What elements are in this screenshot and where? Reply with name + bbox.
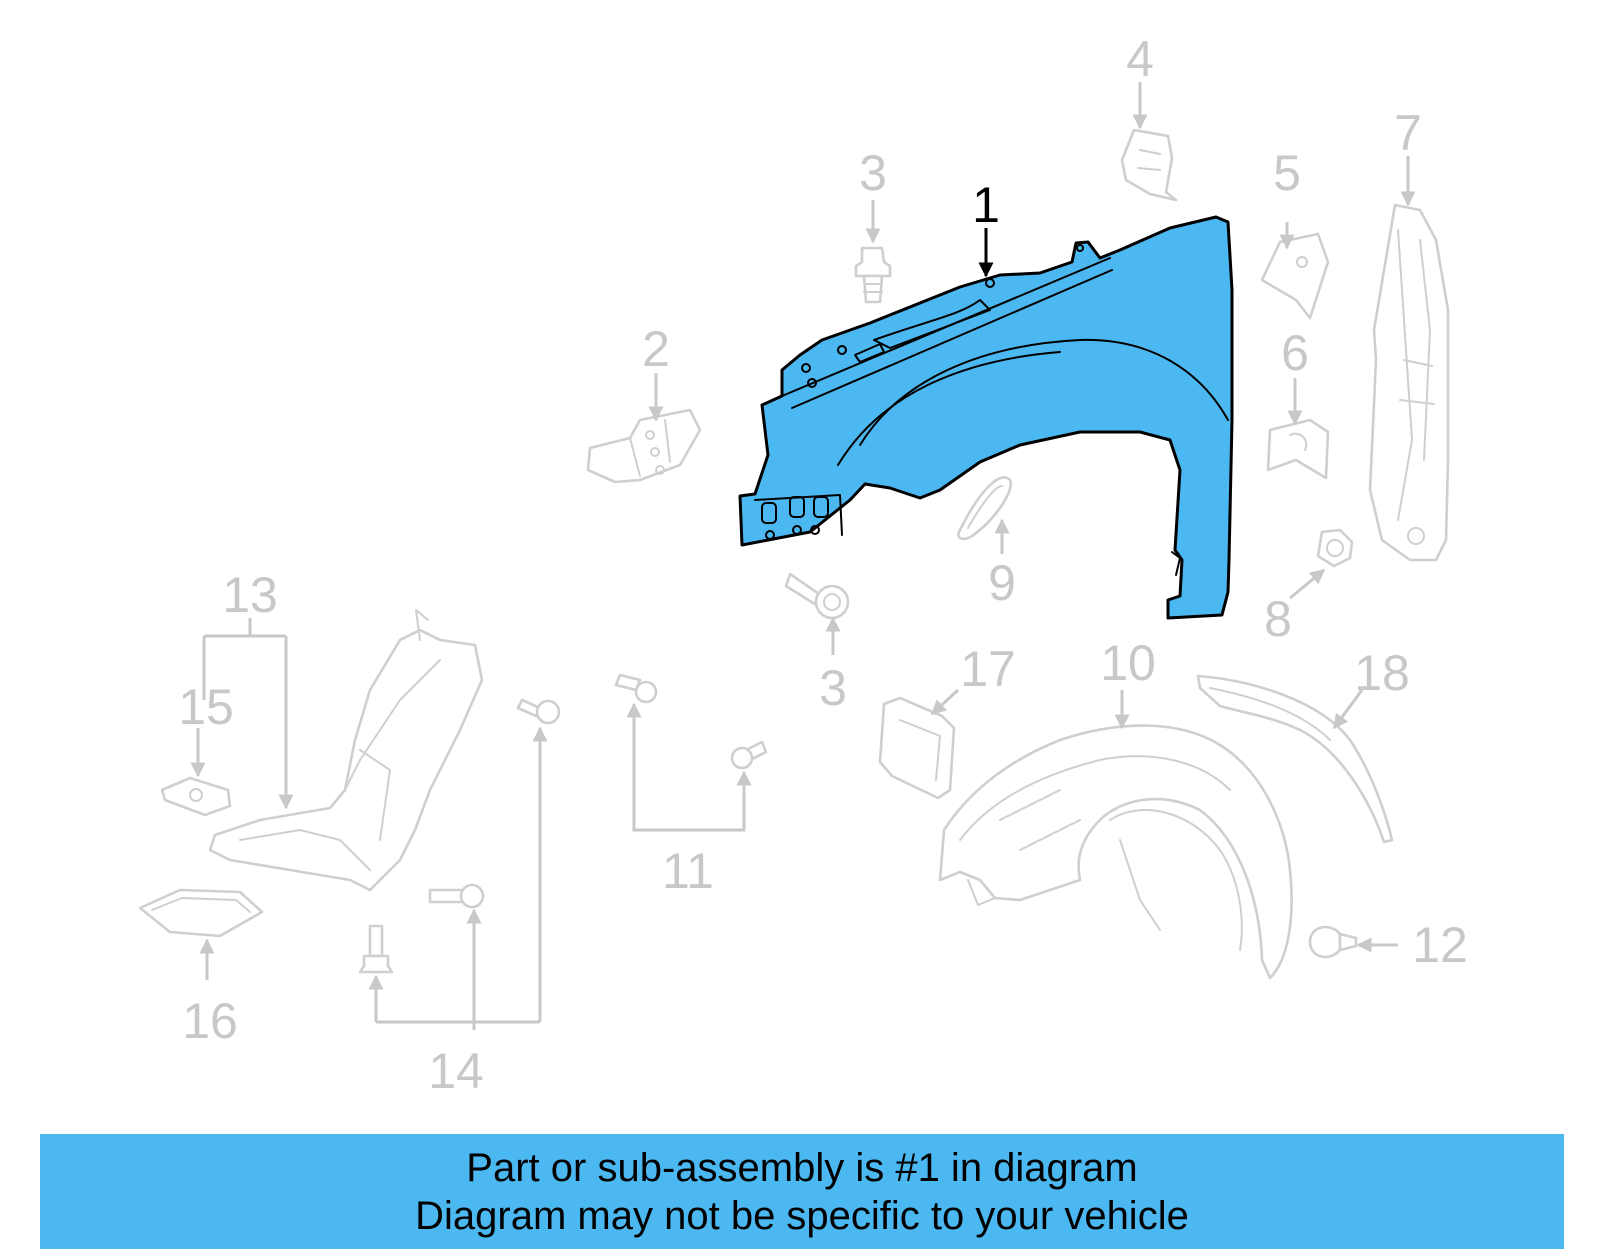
callout-1: 1 (972, 177, 1000, 233)
cover-part-16[interactable] (138, 888, 264, 938)
screw-part-14b[interactable] (428, 883, 485, 909)
panel-part-7[interactable] (1368, 203, 1450, 562)
bracket-part-2[interactable] (586, 408, 702, 484)
callout-6: 6 (1281, 325, 1309, 381)
callout-18: 18 (1354, 645, 1410, 701)
callout-12: 12 (1412, 917, 1468, 973)
fender-part-1[interactable] (738, 215, 1234, 620)
callout-3b: 3 (819, 660, 847, 716)
bracket-part-4[interactable] (1120, 128, 1178, 202)
callout-16: 16 (182, 993, 238, 1049)
screw-part-14c[interactable] (358, 924, 394, 974)
bolt-part-3a[interactable] (854, 246, 892, 304)
retainer-part-15[interactable] (160, 776, 232, 817)
liner-part-10[interactable] (938, 724, 1293, 980)
screw-part-11b[interactable] (730, 740, 768, 770)
callout-7: 7 (1394, 105, 1422, 161)
screw-part-11a[interactable] (614, 673, 658, 704)
clip-part-6[interactable] (1266, 418, 1330, 480)
fender-outline (738, 215, 1234, 620)
callout-8: 8 (1264, 591, 1292, 647)
callout-4: 4 (1126, 31, 1154, 87)
callout-15: 15 (178, 679, 234, 735)
banner-line-1: Part or sub-assembly is #1 in diagram (466, 1146, 1138, 1190)
info-banner: Part or sub-assembly is #1 in diagram Di… (40, 1134, 1564, 1249)
parts-diagram: 1 2 3 3 4 5 6 7 8 9 10 11 12 13 14 15 16… (138, 31, 1468, 1099)
callout-9: 9 (988, 555, 1016, 611)
callout-17: 17 (960, 641, 1016, 697)
callout-14: 14 (428, 1043, 484, 1099)
clip-part-12[interactable] (1308, 925, 1358, 959)
bracket-part-5[interactable] (1260, 232, 1330, 320)
callout-3a: 3 (859, 145, 887, 201)
module-part-17[interactable] (878, 696, 956, 800)
bolt-part-3b[interactable] (784, 572, 850, 620)
callout-10: 10 (1100, 635, 1156, 691)
shield-part-13[interactable] (208, 609, 484, 892)
screw-part-14a[interactable] (516, 698, 561, 725)
callout-5: 5 (1273, 145, 1301, 201)
nut-part-8[interactable] (1316, 528, 1354, 568)
callout-2: 2 (642, 321, 670, 377)
seal-part-9[interactable] (957, 476, 1013, 541)
banner-line-2: Diagram may not be specific to your vehi… (415, 1194, 1189, 1238)
callout-11: 11 (662, 843, 714, 899)
callout-13: 13 (222, 567, 278, 623)
molding-part-18[interactable] (1196, 674, 1394, 844)
